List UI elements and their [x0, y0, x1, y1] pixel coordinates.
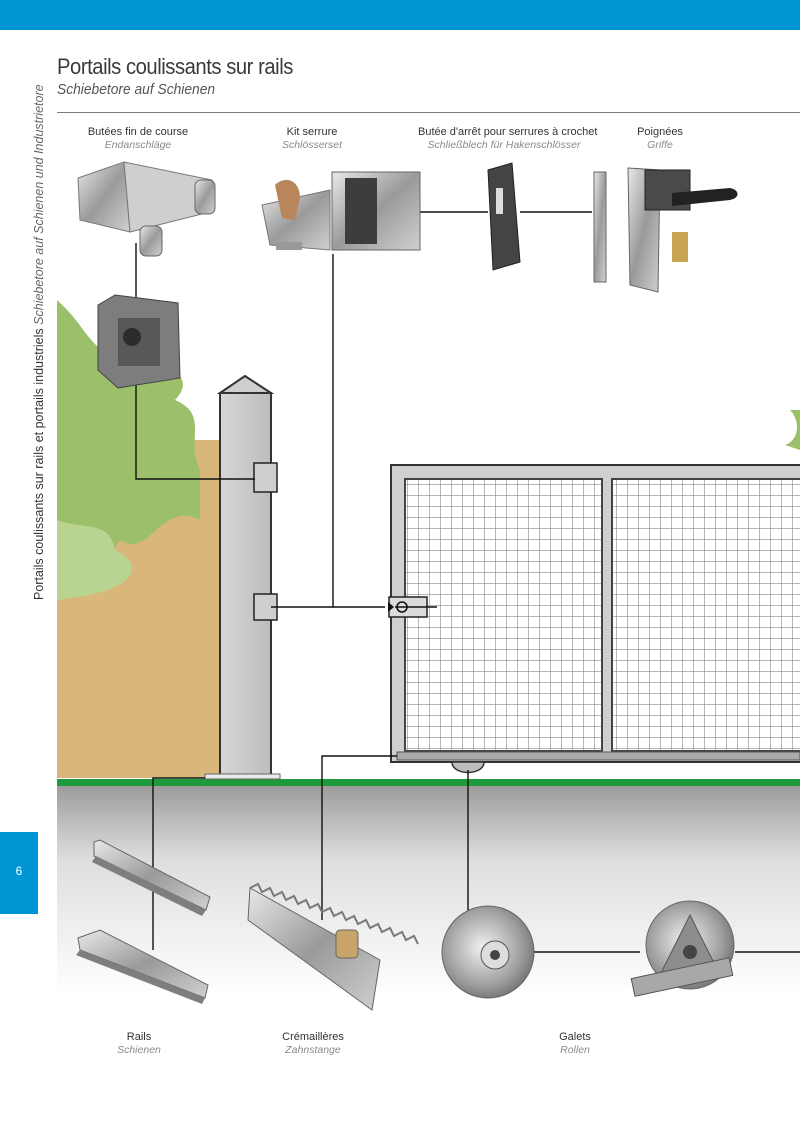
caption-cremailleres-fr: Crémaillères — [282, 1031, 344, 1043]
top-color-bar — [0, 0, 800, 30]
caption-galets-de: Rollen — [560, 1044, 590, 1056]
caption-cremailleres: Crémaillères Zahnstange — [263, 1031, 363, 1057]
post-cap — [216, 374, 275, 394]
page-number: 6 — [15, 864, 23, 878]
gate-post — [219, 392, 272, 777]
page-subtitle: Schiebetore auf Schienen — [57, 81, 216, 98]
catch-plate-product-image — [487, 162, 521, 271]
gate-rack-bar — [396, 751, 800, 761]
caption-cremailleres-de: Zahnstange — [285, 1044, 341, 1056]
caption-kit-serrure: Kit serrure Schlösserset — [262, 126, 362, 152]
caption-kit-serrure-de: Schlösserset — [281, 139, 343, 151]
connector-lines — [135, 211, 800, 953]
caption-butees-fr: Butées fin de course — [87, 126, 189, 138]
wheel-bracket-product-image — [630, 900, 735, 997]
arrow-icon — [388, 602, 394, 612]
wheel-product-image — [441, 905, 535, 999]
caption-butees: Butées fin de course Endanschläge — [70, 126, 206, 152]
right-foliage — [785, 410, 800, 450]
rack-product-image — [247, 882, 419, 1011]
caption-butee-arret-de: Schließblech für Hakenschlösser — [427, 139, 581, 151]
caption-rails-fr: Rails — [126, 1031, 152, 1043]
caption-poignees-fr: Poignées — [637, 126, 683, 138]
caption-galets-fr: Galets — [559, 1031, 591, 1043]
caption-rails-de: Schienen — [117, 1044, 161, 1056]
caption-butee-arret: Butée d'arrêt pour serrures à crochet Sc… — [418, 126, 597, 152]
end-stop-product-image — [77, 161, 216, 257]
caption-galets: Galets Rollen — [535, 1031, 615, 1057]
caption-butees-de: Endanschläge — [104, 139, 172, 151]
title-divider — [57, 112, 800, 113]
caption-butee-arret-fr: Butée d'arrêt pour serrures à crochet — [418, 126, 598, 138]
end-stop-post-box-image — [97, 294, 181, 389]
shrub — [57, 520, 133, 600]
caption-rails: Rails Schienen — [99, 1031, 179, 1057]
lock-kit-product-image — [261, 171, 421, 251]
caption-poignees: Poignées Griffe — [620, 126, 700, 152]
gate-wheel — [451, 761, 485, 774]
handles-product-image — [593, 167, 738, 293]
caption-kit-serrure-fr: Kit serrure — [286, 126, 338, 138]
rails-product-image — [76, 839, 211, 1004]
gate-mesh-panel-right — [611, 478, 800, 752]
page-title: Portails coulissants sur rails — [57, 54, 293, 79]
caption-poignees-de: Griffe — [647, 139, 673, 151]
post-base — [204, 773, 281, 780]
grass-strip — [57, 779, 800, 786]
page-number-tab — [0, 832, 38, 914]
end-stop-on-post — [253, 462, 278, 493]
gate-mesh-panel-left — [404, 478, 603, 752]
